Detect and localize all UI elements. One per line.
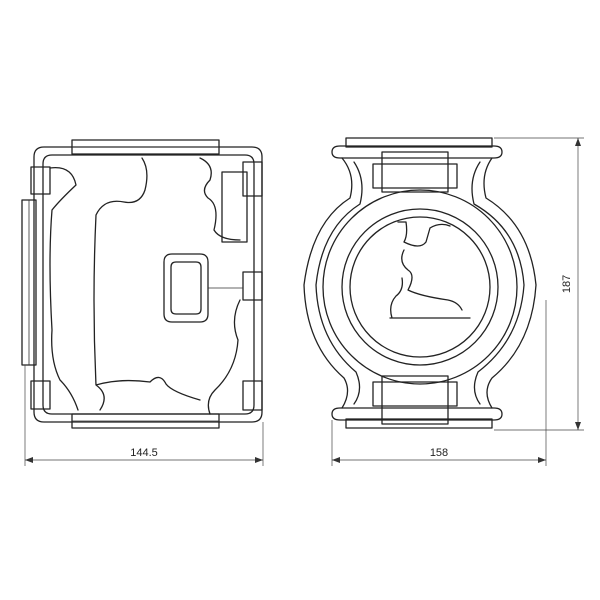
side-internal-detail (389, 221, 471, 319)
front-side-block-r (242, 271, 263, 301)
front-right-inner-box (221, 171, 248, 243)
dimension-front-width: 144.5 (24, 365, 264, 466)
front-casting-outline (49, 157, 241, 415)
side-bottom-flange (331, 407, 503, 421)
front-view (21, 139, 263, 429)
side-bottom-flange-cap (345, 418, 493, 429)
front-corner-block-tl (30, 166, 51, 195)
dimension-side-width: 158 (331, 300, 547, 466)
dimension-side-height: 187 (494, 137, 584, 431)
side-top-flange (331, 145, 503, 159)
side-bracket-bottom-mid (381, 375, 449, 425)
side-bracket-top (372, 163, 458, 189)
front-corner-block-tr (242, 161, 263, 197)
side-view (303, 137, 537, 429)
side-bracket-top-mid (381, 151, 449, 193)
side-housing-outer-ring (322, 189, 518, 385)
front-width-label: 144.5 (130, 447, 158, 459)
side-body-inner-outline (315, 161, 525, 405)
side-housing-bore (349, 216, 491, 358)
front-inner-frame (42, 154, 255, 415)
front-terminal-cover-inner (170, 261, 202, 315)
front-outer-frame (33, 146, 263, 423)
front-terminal-cover (163, 253, 209, 323)
side-width-label: 158 (430, 447, 448, 459)
side-height-label: 187 (561, 275, 573, 293)
front-corner-block-bl (30, 380, 51, 410)
side-bracket-bottom (372, 381, 458, 407)
side-housing-inner-ring (341, 208, 499, 366)
side-top-flange-cap (345, 137, 493, 148)
side-body-outline (303, 157, 537, 409)
front-corner-block-br (242, 380, 263, 411)
